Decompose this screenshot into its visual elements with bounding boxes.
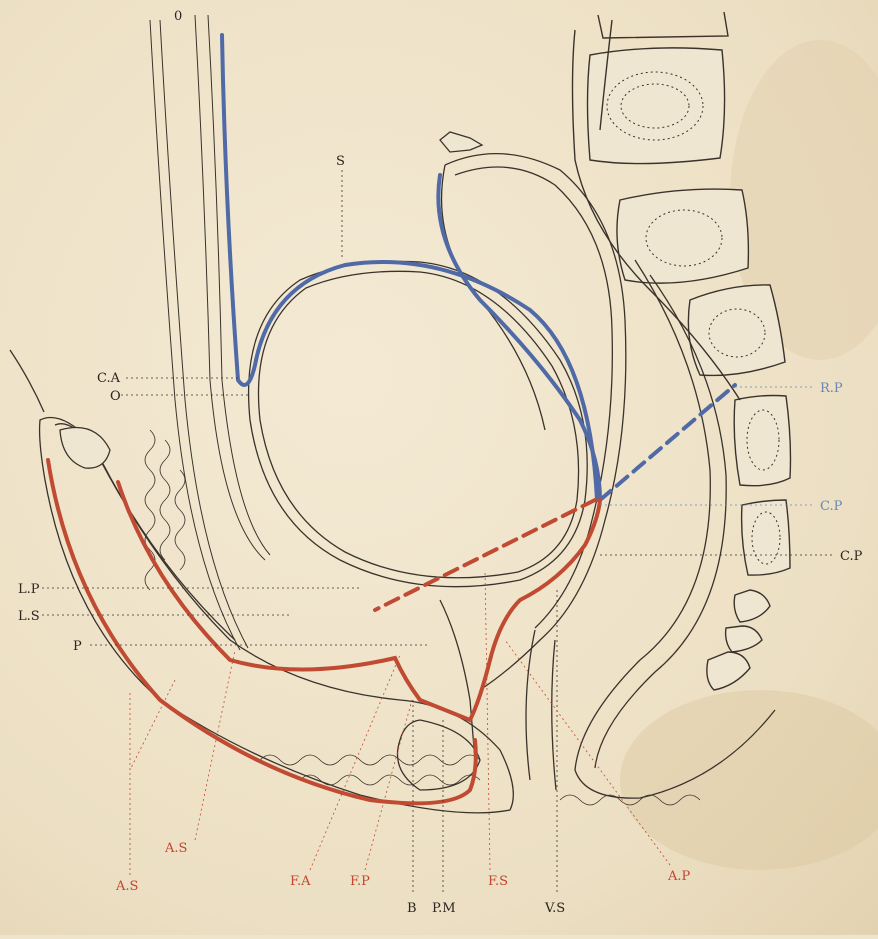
label-vs: V.S — [544, 901, 565, 916]
top-mark-label: 0 — [174, 9, 182, 24]
label-cp-dark: C.P — [840, 549, 863, 564]
label-cp-blue: C.P — [820, 499, 843, 514]
label-ls: L.S — [18, 609, 40, 624]
fascia-red-line — [48, 460, 600, 803]
label-pm: P.M — [432, 901, 456, 916]
stain — [620, 690, 878, 870]
label-lp: L.P — [18, 582, 40, 597]
label-s: S — [336, 154, 345, 169]
label-fa: F.A — [290, 874, 311, 889]
label-fs: F.S — [488, 874, 508, 889]
label-o: O — [110, 389, 121, 404]
label-as-1: A.S — [115, 879, 138, 894]
label-fp: F.P — [350, 874, 370, 889]
label-ap: A.P — [667, 869, 691, 884]
label-as-2: A.S — [164, 841, 187, 856]
label-rp: R.P — [820, 381, 843, 396]
bladder — [249, 261, 588, 586]
label-b: B — [407, 901, 417, 916]
abdominal-wall — [150, 15, 270, 650]
label-p: P — [73, 639, 82, 654]
label-ca: C.A — [97, 371, 121, 386]
uterus — [440, 132, 626, 690]
